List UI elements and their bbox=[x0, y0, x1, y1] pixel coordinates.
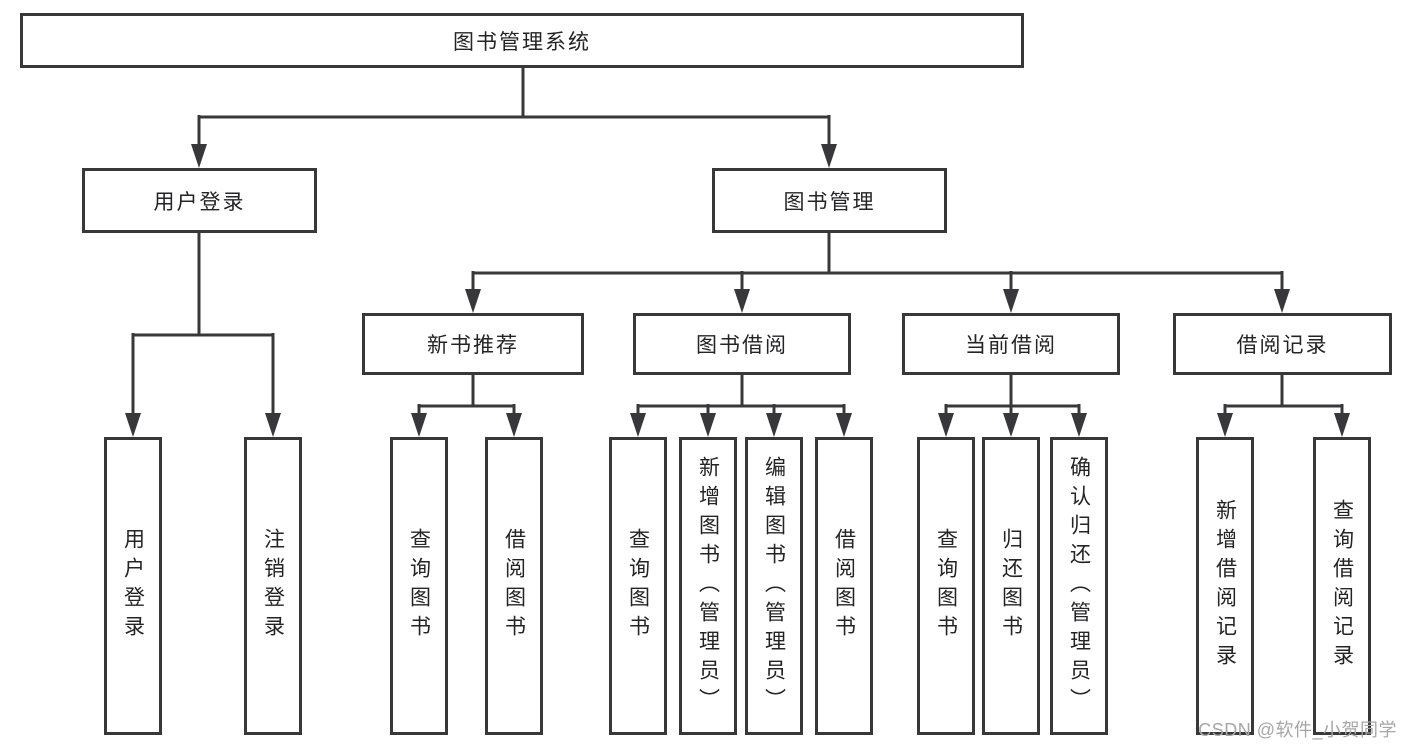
csdn-watermark: CSDN @软件_小贺同学 bbox=[1198, 720, 1397, 740]
node-book-management: 图书管理 bbox=[712, 168, 947, 233]
leaf-label: 新增借阅记录 bbox=[1213, 499, 1237, 673]
connector-book-borrow bbox=[636, 375, 846, 417]
leaf-label: 借阅图书 bbox=[502, 528, 526, 644]
connector-borrow-records bbox=[1223, 375, 1344, 417]
node-new-book-recommend: 新书推荐 bbox=[362, 313, 584, 375]
leaf-return-books: 归还图书 bbox=[982, 437, 1040, 735]
arrow-icon bbox=[1003, 289, 1019, 313]
connector-book-management bbox=[471, 233, 1284, 293]
node-book-borrow: 图书借阅 bbox=[633, 313, 851, 375]
arrow-icon bbox=[938, 413, 954, 437]
arrow-icon bbox=[1071, 413, 1087, 437]
leaf-label: 查询借阅记录 bbox=[1330, 499, 1354, 673]
connector-current-borrow bbox=[944, 375, 1081, 417]
arrow-icon bbox=[734, 289, 750, 313]
leaf-borrow-books: 借阅图书 bbox=[815, 437, 873, 735]
leaf-label: 注销登录 bbox=[261, 528, 285, 644]
node-user-login: 用户登录 bbox=[82, 168, 317, 233]
connector-root bbox=[197, 68, 831, 148]
arrow-icon bbox=[821, 144, 837, 168]
leaf-logout: 注销登录 bbox=[244, 437, 302, 735]
leaf-label: 借阅图书 bbox=[832, 528, 856, 644]
arrow-icon bbox=[766, 413, 782, 437]
connector-user-login bbox=[131, 233, 275, 417]
arrow-icon bbox=[700, 413, 716, 437]
leaf-add-book-admin: 新增图书（管理员） bbox=[679, 437, 737, 735]
leaf-query-books-borrow: 查询图书 bbox=[609, 437, 667, 735]
leaf-label: 归还图书 bbox=[999, 528, 1023, 644]
arrow-icon bbox=[836, 413, 852, 437]
leaf-user-login: 用户登录 bbox=[104, 437, 162, 735]
arrow-icon bbox=[1334, 413, 1350, 437]
leaf-label: 查询图书 bbox=[407, 528, 431, 644]
arrow-icon bbox=[265, 413, 281, 437]
arrow-icon bbox=[1003, 413, 1019, 437]
arrow-icon bbox=[465, 289, 481, 313]
arrow-icon bbox=[630, 413, 646, 437]
leaf-confirm-return-admin: 确认归还（管理员） bbox=[1050, 437, 1108, 735]
node-root-system: 图书管理系统 bbox=[20, 13, 1024, 68]
leaf-label: 新增图书（管理员） bbox=[696, 455, 720, 717]
leaf-query-borrow-record: 查询借阅记录 bbox=[1313, 437, 1371, 735]
leaf-edit-book-admin: 编辑图书（管理员） bbox=[745, 437, 803, 735]
leaf-label: 用户登录 bbox=[121, 528, 145, 644]
leaf-borrow-books-recommend: 借阅图书 bbox=[485, 437, 543, 735]
connector-new-book bbox=[417, 375, 516, 417]
arrow-icon bbox=[1217, 413, 1233, 437]
arrow-icon bbox=[125, 413, 141, 437]
arrow-icon bbox=[1274, 289, 1290, 313]
arrow-icon bbox=[506, 413, 522, 437]
node-borrow-records: 借阅记录 bbox=[1173, 313, 1392, 375]
leaf-add-borrow-record: 新增借阅记录 bbox=[1196, 437, 1254, 735]
arrow-icon bbox=[191, 144, 207, 168]
leaf-query-books-current: 查询图书 bbox=[917, 437, 975, 735]
leaf-label: 编辑图书（管理员） bbox=[762, 455, 786, 717]
leaf-label: 查询图书 bbox=[626, 528, 650, 644]
node-current-borrow: 当前借阅 bbox=[902, 313, 1120, 375]
leaf-label: 确认归还（管理员） bbox=[1067, 455, 1091, 717]
arrow-icon bbox=[411, 413, 427, 437]
leaf-label: 查询图书 bbox=[934, 528, 958, 644]
leaf-query-books-recommend: 查询图书 bbox=[390, 437, 448, 735]
